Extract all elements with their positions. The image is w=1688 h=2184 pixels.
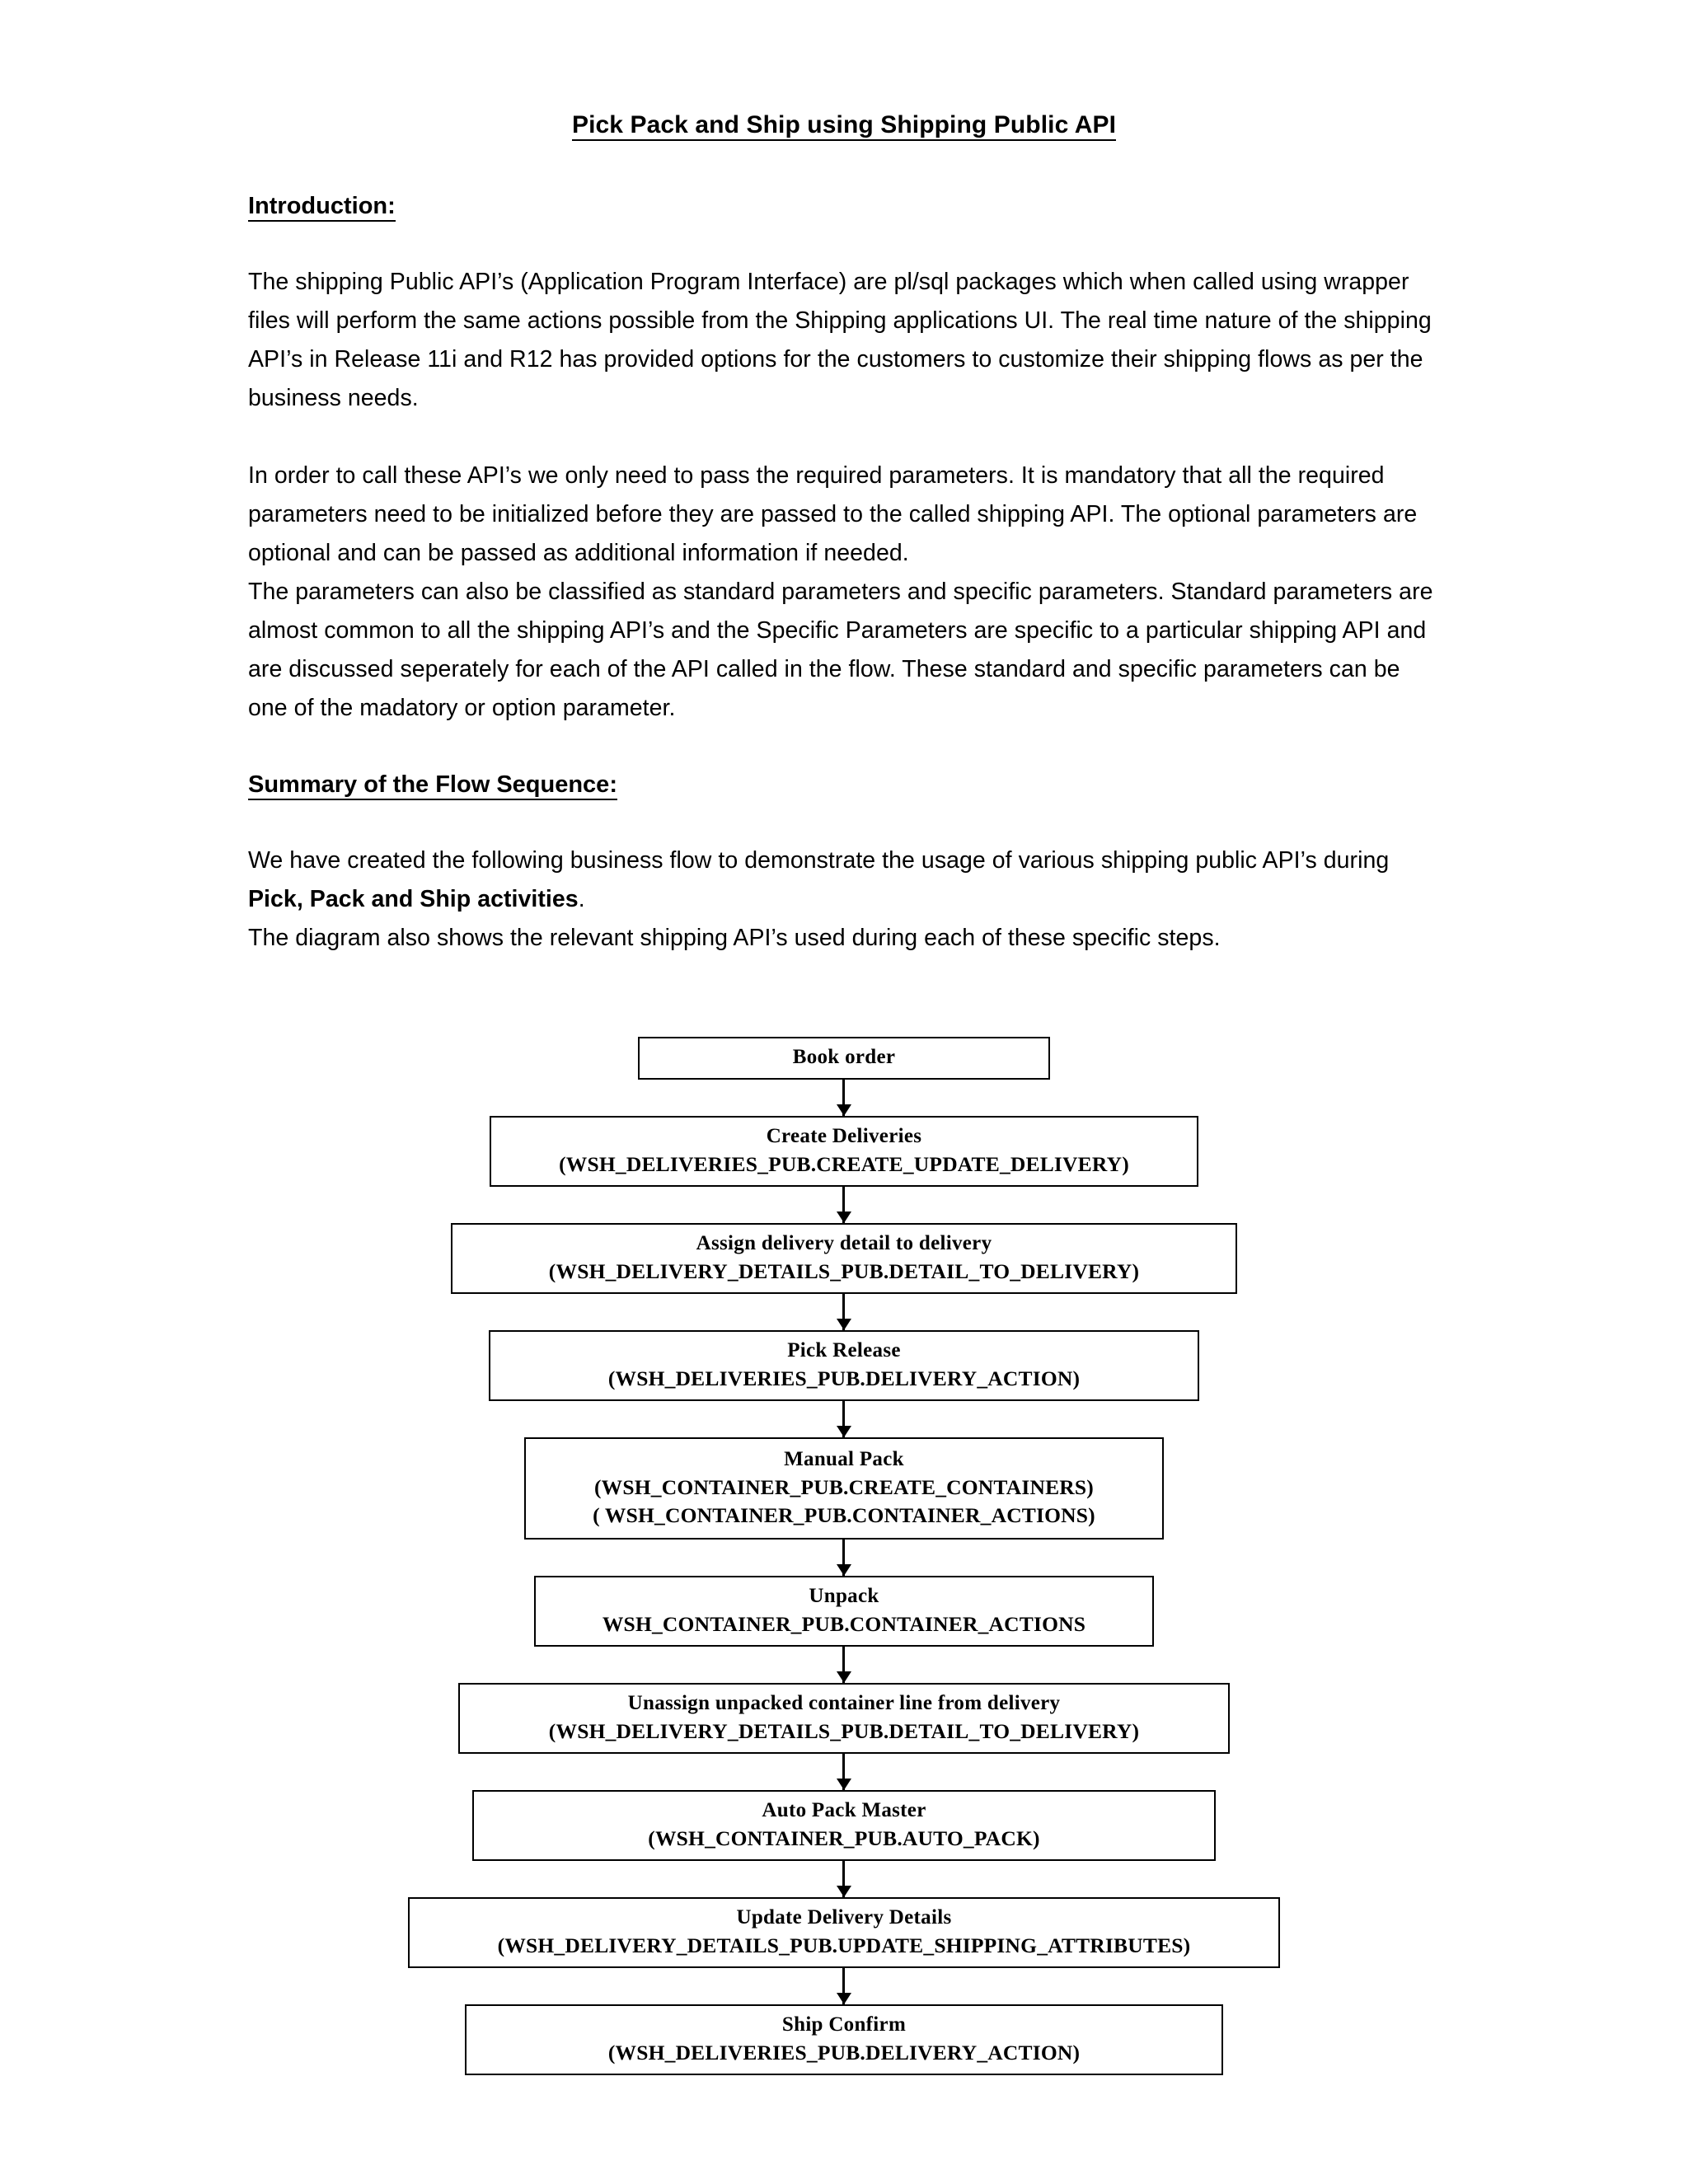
flow-connector-create-deliveries-to-assign-delivery-detail: [0, 1187, 1688, 1223]
arrow-head-icon: [836, 1212, 851, 1223]
flow-node-pick-release-line-1: Pick Release: [787, 1339, 901, 1361]
arrow-head-icon: [836, 1671, 851, 1683]
intro-paragraph-3: The parameters can also be classified as…: [248, 579, 1433, 721]
flow-connector-pick-release-to-manual-pack: [0, 1401, 1688, 1437]
flow-node-assign-delivery-detail: Assign delivery detail to delivery (WSH_D…: [451, 1223, 1237, 1294]
flow-node-pick-release-line-2: (WSH_DELIVERIES_PUB.DELIVERY_ACTION): [607, 1366, 1081, 1390]
flow-node-auto-pack-master-line-2: (WSH_CONTAINER_PUB.AUTO_PACK): [648, 1826, 1040, 1850]
flow-node-assign-delivery-detail-line-2: (WSH_DELIVERY_DETAILS_PUB.DETAIL_TO_DELI…: [548, 1259, 1140, 1283]
flow-node-pick-release: Pick Release (WSH_DELIVERIES_PUB.DELIVERY…: [489, 1330, 1199, 1401]
flow-node-assign-delivery-detail-line-1: Assign delivery detail to delivery: [696, 1232, 992, 1254]
arrow-head-icon: [836, 1564, 851, 1576]
flow-connector-assign-delivery-detail-to-pick-release: [0, 1294, 1688, 1330]
flow-node-unpack-line-1: Unpack: [809, 1585, 879, 1607]
flow-node-update-delivery-details-line-2: (WSH_DELIVERY_DETAILS_PUB.UPDATE_SHIPPIN…: [497, 1933, 1191, 1957]
flow-node-unpack-line-2: WSH_CONTAINER_PUB.CONTAINER_ACTIONS: [602, 1612, 1086, 1636]
summary-prefix: We have created the following business f…: [248, 847, 1390, 874]
heading-summary-text: Summary of the Flow Sequence:: [248, 771, 617, 800]
summary-suffix: .: [578, 886, 585, 912]
spacer: [248, 803, 1443, 841]
flow-node-create-deliveries: Create Deliveries (WSH_DELIVERIES_PUB.CRE…: [490, 1116, 1198, 1187]
flow-node-unassign-unpacked-container-line: Unassign unpacked container line from de…: [458, 1683, 1230, 1754]
flow-node-create-deliveries-line-2: (WSH_DELIVERIES_PUB.CREATE_UPDATE_DELIVE…: [559, 1152, 1129, 1176]
intro-paragraph-2: In order to call these API’s we only nee…: [248, 462, 1418, 566]
flow-connector-book-order-to-create-deliveries: [0, 1080, 1688, 1116]
flow-node-create-deliveries-line-1: Create Deliveries: [766, 1125, 922, 1147]
summary-paragraph-2: The diagram also shows the relevant ship…: [248, 925, 1221, 951]
arrow-line: [836, 1754, 851, 1790]
flow-node-manual-pack: Manual Pack (WSH_CONTAINER_PUB.CREATE_CON…: [524, 1437, 1164, 1540]
flow-node-update-delivery-details: Update Delivery Details (WSH_DELIVERY_DET…: [408, 1897, 1280, 1968]
flow-node-unassign-unpacked-container-line-line-2: (WSH_DELIVERY_DETAILS_PUB.DETAIL_TO_DELI…: [548, 1719, 1140, 1743]
flow-node-update-delivery-details-line-1: Update Delivery Details: [736, 1906, 952, 1929]
flow-connector-manual-pack-to-unpack: [0, 1540, 1688, 1576]
arrow-head-icon: [836, 1779, 851, 1790]
arrow-line: [836, 1540, 851, 1576]
arrow-line: [836, 1647, 851, 1683]
flow-node-book-order-line-1: Book order: [792, 1046, 896, 1068]
arrow-line: [836, 1080, 851, 1116]
flow-node-manual-pack-line-2: (WSH_CONTAINER_PUB.CREATE_CONTAINERS): [593, 1475, 1094, 1499]
flow-node-auto-pack-master: Auto Pack Master (WSH_CONTAINER_PUB.AUTO_…: [472, 1790, 1216, 1861]
flow-node-ship-confirm-line-2: (WSH_DELIVERIES_PUB.DELIVERY_ACTION): [607, 2041, 1081, 2064]
flow-node-book-order: Book order: [638, 1037, 1050, 1080]
arrow-line: [836, 1187, 851, 1223]
arrow-head-icon: [836, 1319, 851, 1330]
summary-paragraph-1: We have created the following business f…: [248, 841, 1443, 919]
arrow-head-icon: [836, 1993, 851, 2004]
arrow-head-icon: [836, 1426, 851, 1437]
flow-node-manual-pack-line-3: ( WSH_CONTAINER_PUB.CONTAINER_ACTIONS): [593, 1503, 1095, 1527]
flow-node-unassign-unpacked-container-line-line-1: Unassign unpacked container line from de…: [627, 1692, 1061, 1714]
flow-node-ship-confirm-line-1: Ship Confirm: [781, 2013, 907, 2036]
heading-summary: Summary of the Flow Sequence:: [248, 766, 1443, 803]
page-title-text: Pick Pack and Ship using Shipping Public…: [571, 111, 1117, 141]
arrow-head-icon: [836, 1886, 851, 1897]
arrow-line: [836, 1401, 851, 1437]
flow-connector-update-delivery-details-to-ship-confirm: [0, 1968, 1688, 2004]
page-title: Pick Pack and Ship using Shipping Public…: [0, 111, 1688, 141]
flow-node-ship-confirm: Ship Confirm (WSH_DELIVERIES_PUB.DELIVERY…: [465, 2004, 1223, 2075]
flow-node-auto-pack-master-line-1: Auto Pack Master: [762, 1799, 926, 1821]
arrow-line: [836, 1968, 851, 2004]
arrow-head-icon: [836, 1104, 851, 1116]
heading-introduction: Introduction:: [248, 188, 1443, 224]
arrow-line: [836, 1294, 851, 1330]
intro-paragraph-1: The shipping Public API’s (Application P…: [248, 269, 1432, 411]
flow-node-manual-pack-line-1: Manual Pack: [784, 1448, 904, 1470]
spacer: [248, 224, 1443, 263]
spacer: [248, 728, 1443, 766]
spacer: [248, 418, 1443, 457]
heading-introduction-text: Introduction:: [248, 193, 396, 222]
flow-connector-unpack-to-unassign-unpacked-container-line: [0, 1647, 1688, 1683]
flow-connector-auto-pack-master-to-update-delivery-details: [0, 1861, 1688, 1897]
summary-bold-phrase: Pick, Pack and Ship activities: [248, 886, 579, 912]
arrow-line: [836, 1861, 851, 1897]
document-body: Introduction: The shipping Public API’s …: [248, 188, 1443, 958]
flow-connector-unassign-unpacked-container-line-to-auto-pack-master: [0, 1754, 1688, 1790]
